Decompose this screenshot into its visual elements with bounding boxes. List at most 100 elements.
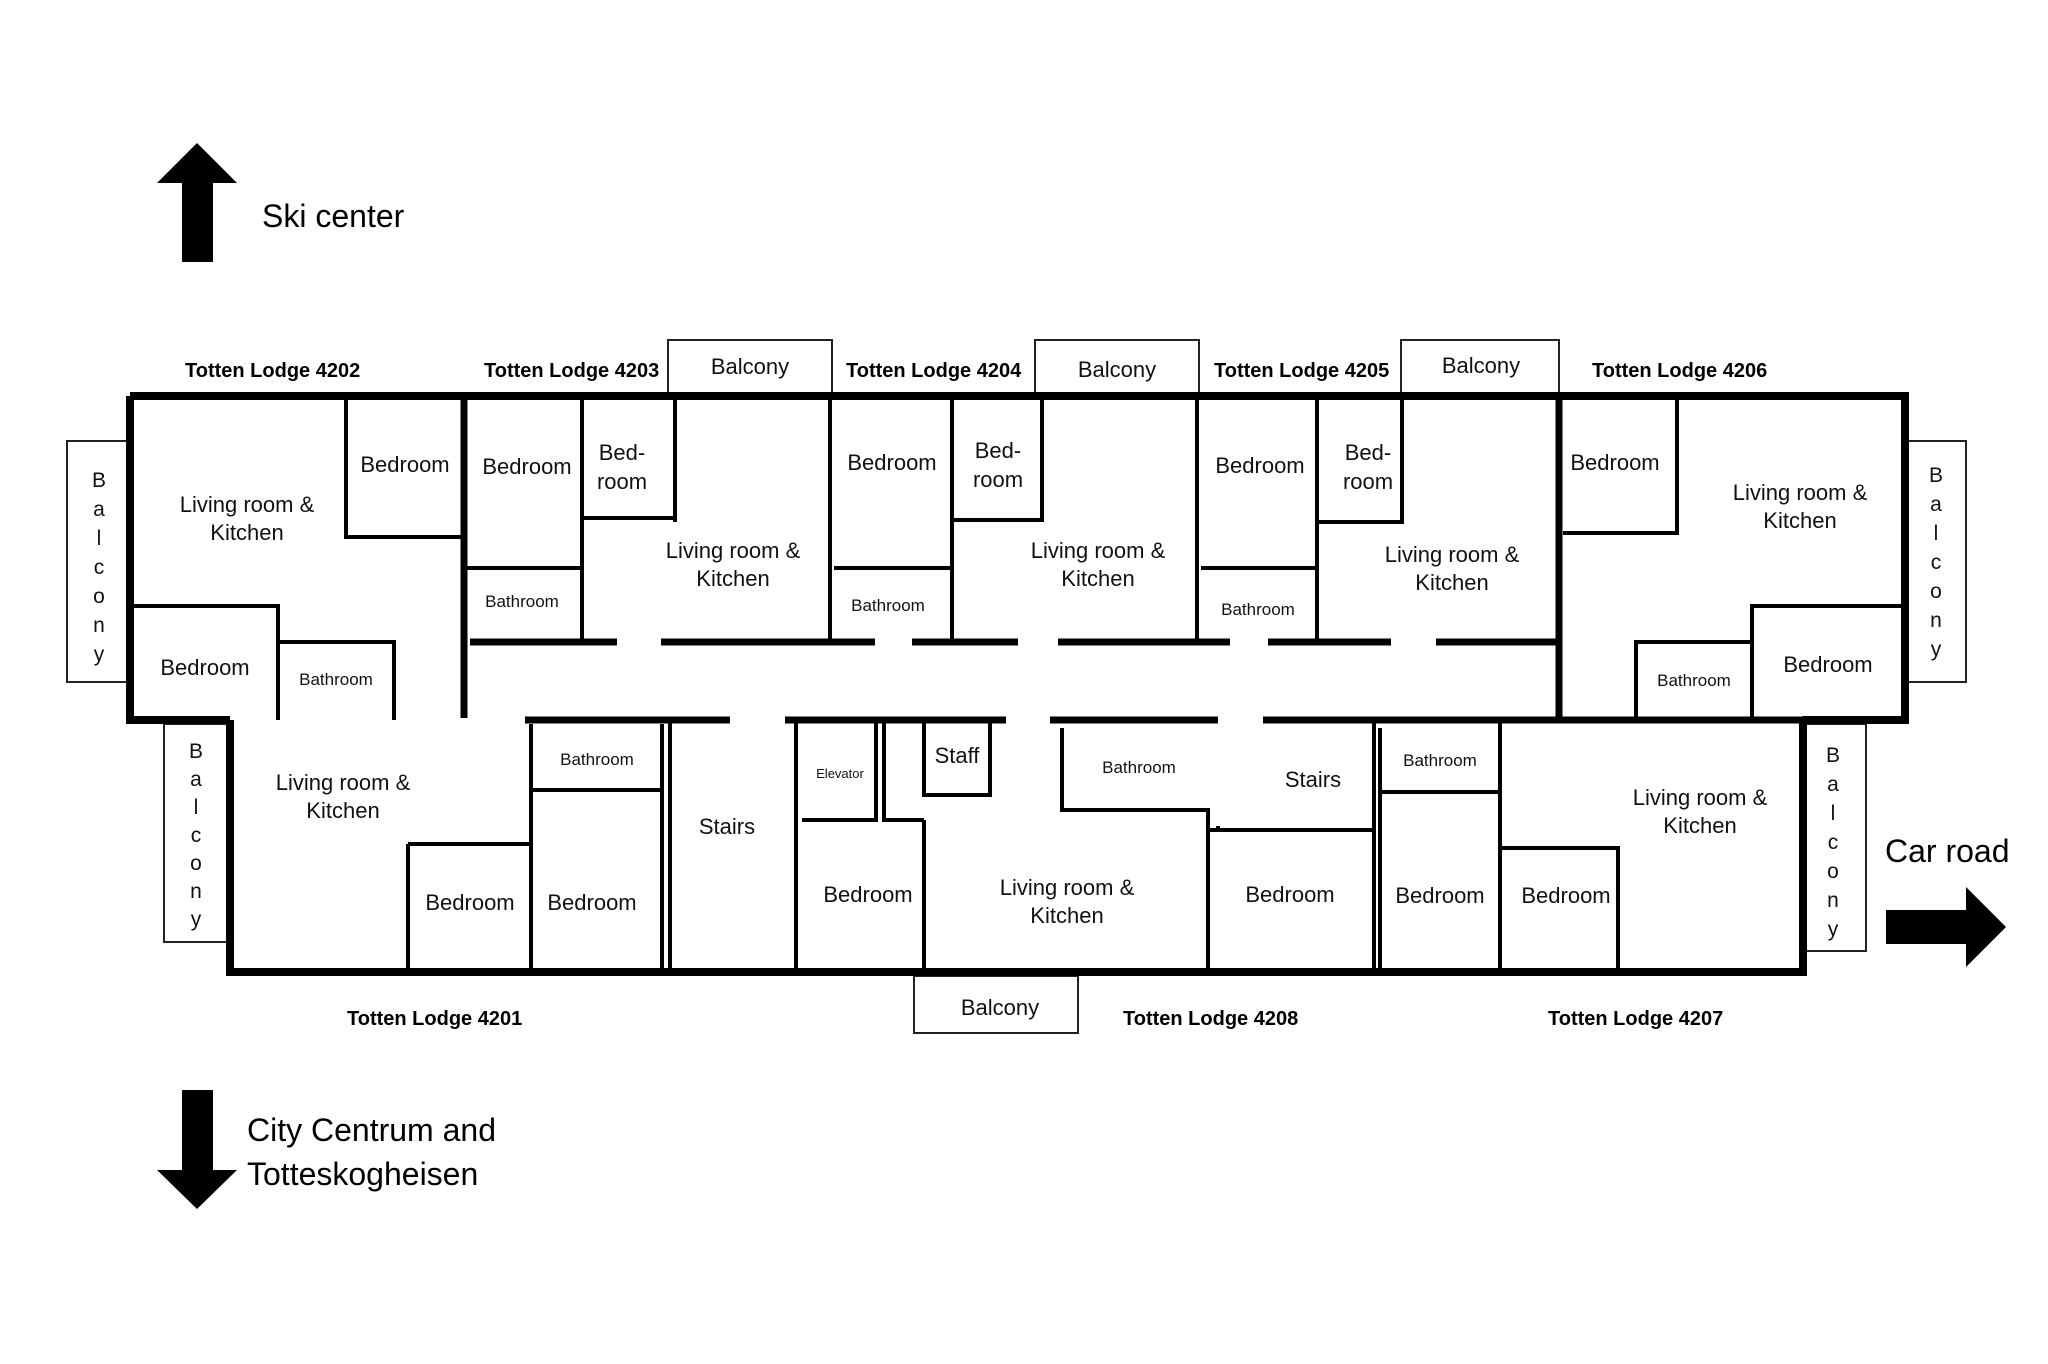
city-centrum-label-line1: City Centrum and <box>247 1112 496 1148</box>
unit-label-4203: Totten Lodge 4203 <box>484 360 659 382</box>
stairs-right: Stairs <box>1285 767 1341 792</box>
balcony-vertical-letter: a <box>190 768 202 791</box>
staff-label: Staff <box>935 743 981 768</box>
room-bedroom-4207-b: Bedroom <box>1521 883 1610 908</box>
balcony-vertical-letter: l <box>97 527 102 550</box>
room-living-4201-line2: Kitchen <box>306 798 379 823</box>
balcony-right-4207 <box>1801 723 1867 952</box>
room-bedroom-4202-b: Bedroom <box>160 655 249 680</box>
balcony-vertical-letter: B <box>1826 744 1840 767</box>
room-bathroom-4206: Bathroom <box>1657 671 1731 690</box>
room-bed-4204-line2: room <box>973 467 1023 492</box>
balcony-vertical-letter: n <box>1827 889 1839 912</box>
balcony-vertical-letter: n <box>1930 609 1942 632</box>
balcony-vertical-letter: y <box>1931 638 1942 661</box>
balcony-vertical-letter: o <box>93 585 105 608</box>
room-bedroom-4203: Bedroom <box>482 454 571 479</box>
room-living-4206-line1: Living room & <box>1733 480 1868 505</box>
room-living-4203-line2: Kitchen <box>696 566 769 591</box>
room-bathroom-4201: Bathroom <box>560 750 634 769</box>
balcony-vertical-letter: a <box>1827 773 1839 796</box>
unit-label-4208: Totten Lodge 4208 <box>1123 1008 1298 1030</box>
balcony-vertical-letter: c <box>1931 551 1942 574</box>
room-bed-4204-line1: Bed- <box>975 438 1021 463</box>
room-bed-4205-line1: Bed- <box>1345 440 1391 465</box>
room-living-4202-line1: Living room & <box>180 492 315 517</box>
room-living-4205-line1: Living room & <box>1385 542 1520 567</box>
balconies <box>66 339 1967 1034</box>
room-living-4204-line1: Living room & <box>1031 538 1166 563</box>
balcony-right-4206 <box>1906 440 1967 683</box>
room-bed-4205-line2: room <box>1343 469 1393 494</box>
unit-label-4201: Totten Lodge 4201 <box>347 1008 522 1030</box>
room-living-4203-line1: Living room & <box>666 538 801 563</box>
balcony-vertical-letter: c <box>1828 831 1839 854</box>
room-bed-4203-line2: room <box>597 469 647 494</box>
room-bedroom-4208-a: Bedroom <box>823 882 912 907</box>
room-bathroom-4205: Bathroom <box>1221 600 1295 619</box>
balcony-label-4203: Balcony <box>711 354 789 379</box>
room-bathroom-4207: Bathroom <box>1403 751 1477 770</box>
balcony-vertical-right-4206: Balcony <box>1929 464 1943 661</box>
room-bathroom-4208: Bathroom <box>1102 758 1176 777</box>
balcony-label-4204: Balcony <box>1078 357 1156 382</box>
balcony-vertical-letter: a <box>1930 493 1942 516</box>
balcony-vertical-letter: y <box>1828 918 1839 941</box>
balcony-vertical-letter: l <box>1831 802 1836 825</box>
corridor-walls <box>460 396 1803 724</box>
room-bed-4203-line1: Bed- <box>599 440 645 465</box>
arrow-down-icon <box>157 1090 237 1209</box>
room-bathroom-4204: Bathroom <box>851 596 925 615</box>
balcony-vertical-letter: o <box>190 852 202 875</box>
arrow-right-icon <box>1886 887 2006 967</box>
balcony-vertical-letter: B <box>92 469 106 492</box>
unit-label-4202: Totten Lodge 4202 <box>185 360 360 382</box>
balcony-vertical-letter: y <box>94 643 105 666</box>
balcony-vertical-letter: B <box>189 740 203 763</box>
balcony-vertical-letter: y <box>191 908 202 931</box>
unit-label-4206: Totten Lodge 4206 <box>1592 360 1767 382</box>
room-living-4207-line2: Kitchen <box>1663 813 1736 838</box>
room-bathroom-4203: Bathroom <box>485 592 559 611</box>
room-bedroom-4206-a: Bedroom <box>1570 450 1659 475</box>
balcony-vertical-left-4201: Balcony <box>189 740 203 931</box>
room-living-4202-line2: Kitchen <box>210 520 283 545</box>
balcony-vertical-right-4207: Balcony <box>1826 744 1840 941</box>
balcony-vertical-left-4202: Balcony <box>92 469 106 666</box>
room-bedroom-4208-b: Bedroom <box>1245 882 1334 907</box>
balcony-vertical-letter: l <box>194 796 199 819</box>
room-living-4205-line2: Kitchen <box>1415 570 1488 595</box>
room-living-4201-line1: Living room & <box>276 770 411 795</box>
city-centrum-label-line2: Totteskogheisen <box>247 1156 478 1192</box>
room-bedroom-4201-b: Bedroom <box>547 890 636 915</box>
balcony-vertical-letter: B <box>1929 464 1943 487</box>
elevator-label: Elevator <box>816 766 864 781</box>
balcony-left-4201 <box>163 723 232 943</box>
balcony-top-4203 <box>667 339 833 397</box>
unit-label-4205: Totten Lodge 4205 <box>1214 360 1389 382</box>
balcony-vertical-letter: n <box>190 880 202 903</box>
room-living-4208-line2: Kitchen <box>1030 903 1103 928</box>
room-living-4204-line2: Kitchen <box>1061 566 1134 591</box>
ski-center-label: Ski center <box>262 198 405 234</box>
room-bedroom-4201-a: Bedroom <box>425 890 514 915</box>
room-bedroom-4205: Bedroom <box>1215 453 1304 478</box>
balcony-vertical-letter: n <box>93 614 105 637</box>
balcony-top-4204 <box>1034 339 1200 397</box>
balcony-vertical-letter: c <box>94 556 105 579</box>
room-bedroom-4206-b: Bedroom <box>1783 652 1872 677</box>
room-living-4207-line1: Living room & <box>1633 785 1768 810</box>
balcony-vertical-letter: l <box>1934 522 1939 545</box>
car-road-label: Car road <box>1885 833 2010 869</box>
unit-label-4207: Totten Lodge 4207 <box>1548 1008 1723 1030</box>
room-living-4206-line2: Kitchen <box>1763 508 1836 533</box>
room-bedroom-4202-a: Bedroom <box>360 452 449 477</box>
arrow-up-icon <box>157 143 237 262</box>
room-bathroom-4202: Bathroom <box>299 670 373 689</box>
balcony-vertical-letter: o <box>1827 860 1839 883</box>
room-bedroom-4204: Bedroom <box>847 450 936 475</box>
balcony-bottom-4208 <box>913 975 1079 1034</box>
room-living-4208-line1: Living room & <box>1000 875 1135 900</box>
outer-walls <box>126 392 1909 976</box>
